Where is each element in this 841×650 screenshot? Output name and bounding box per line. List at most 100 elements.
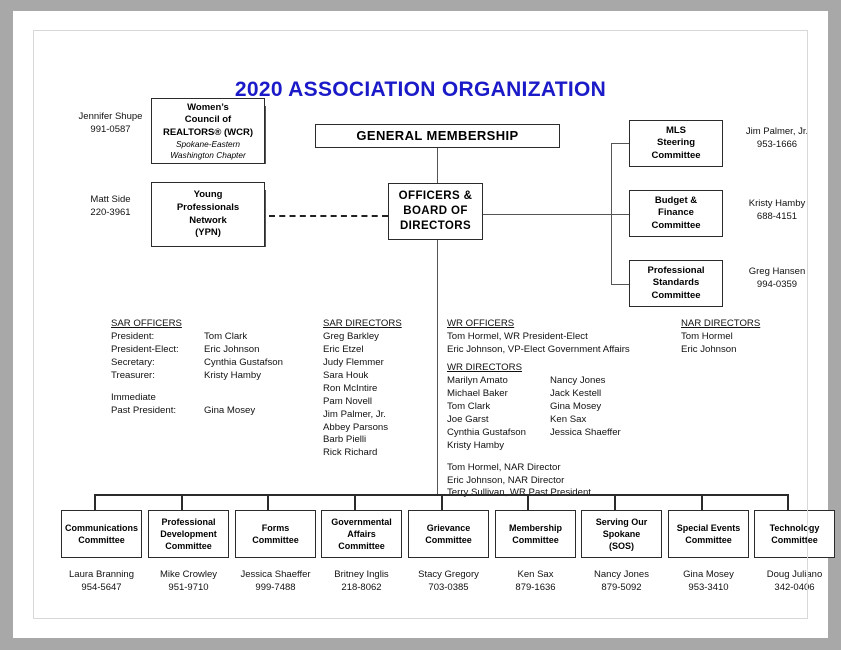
grievance-committee-box[interactable]: Grievance Committee — [408, 510, 489, 558]
nar-director-name: Tom Hormel — [681, 330, 733, 342]
wr-directors-columns: Marilyn Amato Michael Baker Tom Clark Jo… — [447, 375, 677, 453]
sar-officer-name: Kristy Hamby — [204, 369, 262, 381]
special-events-committee-box[interactable]: Special Events Committee — [668, 510, 749, 558]
wr-footer-line: Terry Sullivan, WR Past President — [447, 487, 591, 499]
contact-name: Ken Sax — [517, 569, 554, 580]
contact-phone: 342-0406 — [774, 581, 815, 593]
standards-contact-name: Greg Hansen — [748, 266, 806, 277]
sar-directors-roster: SAR DIRECTORS Greg Barkley Eric Etzel Ju… — [323, 318, 433, 460]
budget-line-3: Committee — [651, 219, 701, 231]
forms-committee-box[interactable]: Forms Committee — [235, 510, 316, 558]
wr-director-name: Tom Clark — [447, 400, 491, 412]
sar-past-president-row: Past President: Gina Mosey — [111, 405, 321, 418]
wr-directors-roster: WR DIRECTORS Marilyn Amato Michael Baker… — [447, 362, 677, 500]
nar-director-name: Eric Johnson — [681, 343, 737, 355]
mls-line-2: Steering — [656, 137, 695, 149]
sar-officers-heading: SAR OFFICERS — [111, 318, 182, 329]
bottom-stub-2 — [181, 494, 183, 511]
contact-phone: 218-8062 — [341, 581, 382, 593]
wcr-box[interactable]: Women’s Council of REALTORS® (WCR) Spoka… — [151, 98, 265, 164]
roster-spacer — [447, 453, 677, 462]
special-events-committee-label: Special Events Committee — [676, 522, 741, 545]
ypn-line-4: (YPN) — [195, 227, 221, 239]
sar-officer-name: Tom Clark — [204, 330, 248, 342]
general-membership-box[interactable]: GENERAL MEMBERSHIP — [315, 124, 560, 148]
budget-finance-contact: Kristy Hamby 688-4151 — [727, 198, 827, 223]
wr-director-name: Jack Kestell — [550, 387, 602, 399]
sar-officer-name: Cynthia Gustafson — [204, 356, 283, 368]
wcr-contact: Jennifer Shupe 991-0587 — [58, 111, 163, 136]
standards-line-1: Professional — [647, 264, 705, 276]
bottom-stub-1 — [94, 494, 96, 511]
contact-phone: 703-0385 — [428, 581, 469, 593]
wcr-sub-line-2: Washington Chapter — [170, 149, 246, 160]
contact-phone: 951-9710 — [168, 581, 209, 593]
serving-our-spokane-box[interactable]: Serving Our Spokane (SOS) — [581, 510, 662, 558]
bottom-stub-4 — [354, 494, 356, 511]
contact-name: Jessica Shaeffer — [240, 569, 311, 580]
wr-footer-line: Eric Johnson, NAR Director — [447, 474, 565, 486]
wr-director-name: Jessica Shaeffer — [550, 426, 621, 438]
bottom-stub-8 — [701, 494, 703, 511]
bottom-stub-7 — [614, 494, 616, 511]
sar-director-name: Jim Palmer, Jr. — [323, 408, 386, 420]
contact-name: Stacy Gregory — [418, 569, 479, 580]
wr-officer-line: Tom Hormel, WR President-Elect — [447, 330, 588, 342]
wcr-sub-line-1: Spokane-Eastern — [175, 139, 241, 150]
officers-board-box[interactable]: OFFICERS & BOARD OF DIRECTORS — [388, 183, 483, 240]
sar-director-name: Pam Novell — [323, 395, 373, 407]
wr-director-name: Kristy Hamby — [447, 439, 505, 451]
contact-phone: 953-3410 — [688, 581, 729, 593]
wr-director-name: Joe Garst — [447, 413, 489, 425]
org-chart-canvas: 2020 ASSOCIATION ORGANIZATION Jennifer S… — [33, 30, 835, 619]
nar-directors-heading: NAR DIRECTORS — [681, 318, 761, 329]
budget-finance-committee-box[interactable]: Budget & Finance Committee — [629, 190, 723, 237]
roster-spacer — [111, 383, 321, 392]
communications-committee-box[interactable]: Communications Committee — [61, 510, 142, 558]
contact-name: Gina Mosey — [683, 569, 734, 580]
bottom-stub-5 — [441, 494, 443, 511]
ypn-box[interactable]: Young Professionals Network (YPN) — [151, 182, 265, 247]
budget-contact-phone: 688-4151 — [756, 210, 798, 222]
wr-directors-column-2: Nancy Jones Jack Kestell Gina Mosey Ken … — [550, 375, 621, 453]
forms-committee-label: Forms Committee — [252, 522, 299, 545]
contact-name: Mike Crowley — [159, 569, 217, 580]
wr-director-name: Gina Mosey — [550, 400, 602, 412]
wr-director-name: Marilyn Amato — [447, 374, 508, 386]
membership-committee-box[interactable]: Membership Committee — [495, 510, 576, 558]
contact-phone: 879-1636 — [515, 581, 556, 593]
sar-past-president-role: Past President: — [111, 404, 177, 416]
sar-officer-role: President-Elect: — [111, 343, 179, 355]
professional-development-committee-box[interactable]: Professional Development Committee — [148, 510, 229, 558]
ypn-edge-connector — [265, 190, 267, 247]
communications-committee-contact: Laura Branning 954-5647 — [51, 569, 152, 595]
budget-line-1: Budget & — [654, 194, 698, 206]
contact-name: Nancy Jones — [594, 569, 649, 580]
professional-standards-committee-box[interactable]: Professional Standards Committee — [629, 260, 723, 307]
sar-director-name: Abbey Parsons — [323, 421, 389, 433]
technology-committee-contact: Doug Juliano 342-0406 — [744, 569, 841, 595]
wcr-contact-phone: 991-0587 — [90, 123, 131, 135]
professional-standards-contact: Greg Hansen 994-0359 — [727, 266, 827, 291]
contact-phone: 879-5092 — [601, 581, 642, 593]
right-stub-mls — [611, 143, 629, 145]
sar-immediate-label: Immediate — [111, 391, 156, 403]
ypn-contact-phone: 220-3961 — [90, 206, 131, 218]
wr-directors-column-1: Marilyn Amato Michael Baker Tom Clark Jo… — [447, 375, 550, 453]
contact-phone: 954-5647 — [81, 581, 122, 593]
sar-officer-row: Secretary: Cynthia Gustafson — [111, 357, 321, 370]
standards-line-3: Committee — [651, 289, 701, 301]
officers-board-line-2: BOARD OF — [403, 205, 468, 218]
mls-line-1: MLS — [665, 124, 687, 136]
special-events-committee-contact: Gina Mosey 953-3410 — [658, 569, 759, 595]
governmental-affairs-committee-label: Governmental Affairs Committee — [331, 516, 392, 552]
technology-committee-box[interactable]: Technology Committee — [754, 510, 835, 558]
mls-steering-committee-box[interactable]: MLS Steering Committee — [629, 120, 723, 167]
governmental-affairs-committee-box[interactable]: Governmental Affairs Committee — [321, 510, 402, 558]
right-stub-standards — [611, 284, 629, 286]
membership-committee-label: Membership Committee — [508, 522, 562, 545]
sar-director-name: Sara Houk — [323, 369, 369, 381]
ypn-line-1: Young — [193, 189, 223, 201]
ypn-contact-name: Matt Side — [90, 194, 131, 205]
serving-our-spokane-contact: Nancy Jones 879-5092 — [571, 569, 672, 595]
